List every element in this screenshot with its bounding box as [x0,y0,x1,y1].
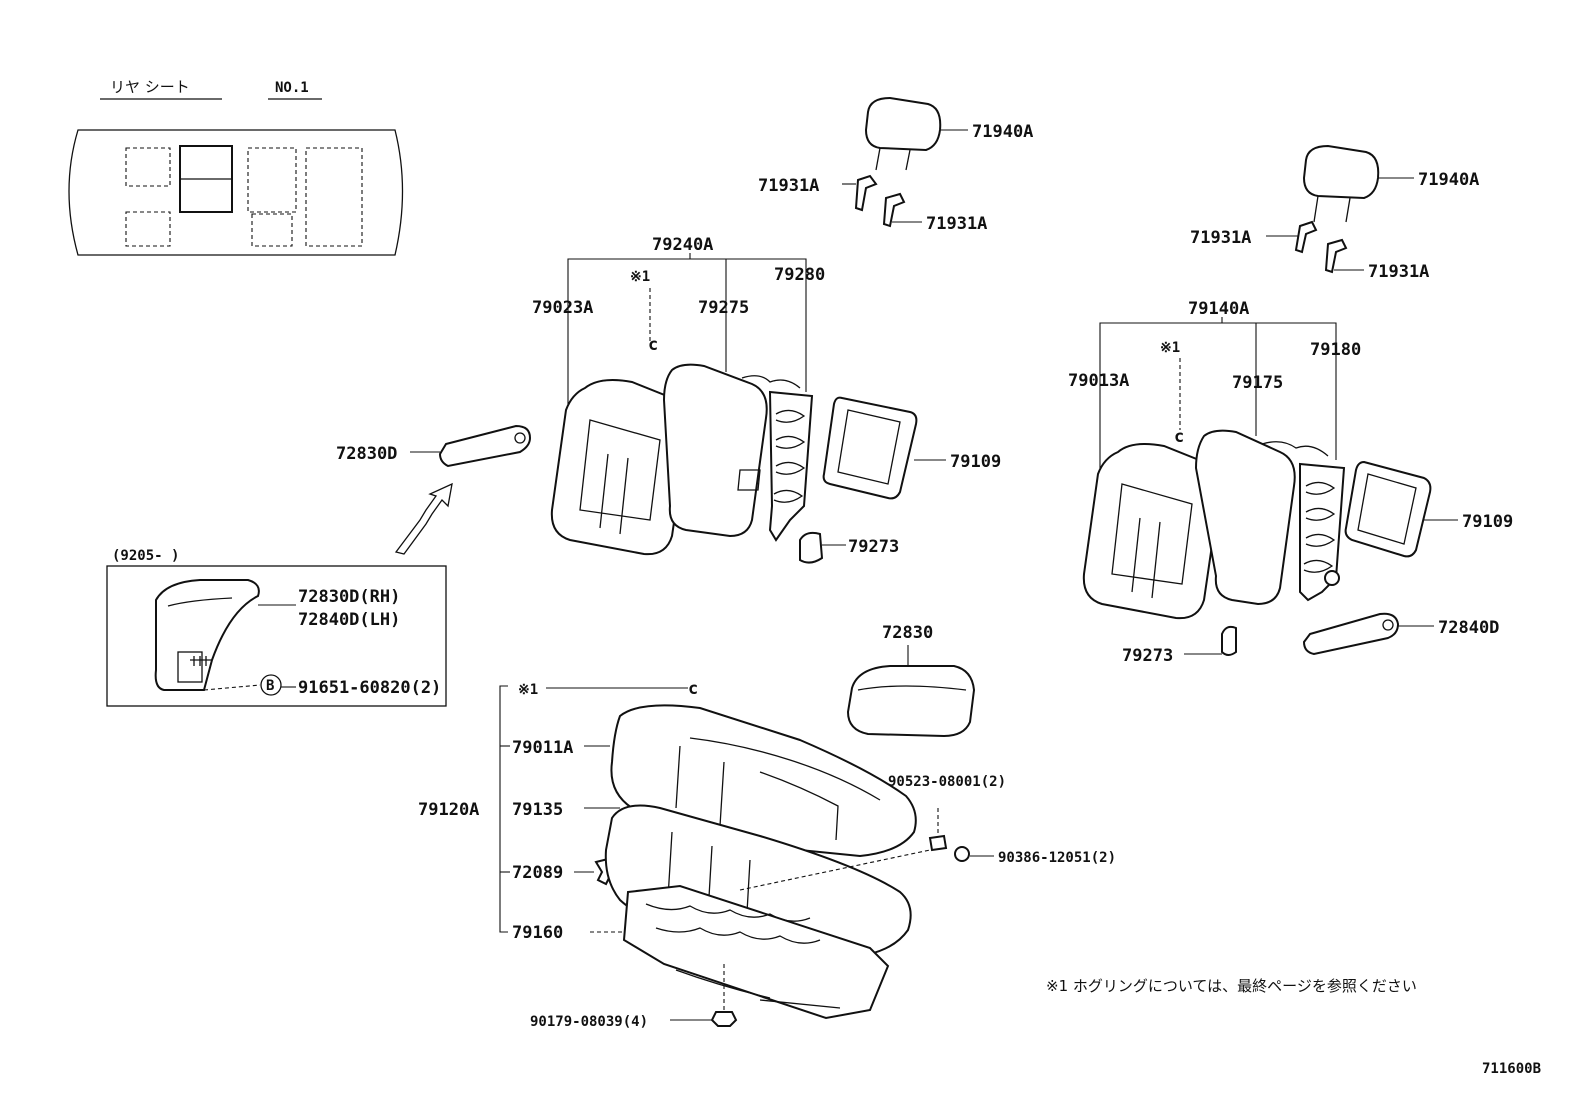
support-icon [1324,238,1348,274]
inset-part-rh: 72830D(RH) [298,587,400,607]
recliner-bolt-icon [1324,570,1340,586]
label-cover-left: 79023A [532,298,593,318]
backrest-board-icon [1344,460,1432,558]
label-cushion-frame: 79160 [512,923,563,943]
inset-box: (9205- ) 72830D(RH) 72840D(LH) B 91651-6… [106,548,447,707]
section-no: NO.1 [275,80,309,96]
label-frame-left: 79280 [774,265,825,285]
arrow-icon [394,482,453,555]
label-backrest-assy-left: 79240A [652,235,713,255]
label-headrest-right: 71940A [1418,170,1479,190]
footnote: ※1 ホグリングについては、最終ページを参照ください [1046,977,1417,995]
label-armrest-right: 72840D [1438,618,1499,638]
clip-icon [928,834,948,852]
backrest-pad-icon [1194,429,1296,606]
recliner-knob-icon [799,531,824,564]
label-cushion-assy: 79120A [418,800,479,820]
label-pad-left: 79275 [698,298,749,318]
label-board-right: 79109 [1462,512,1513,532]
label-cushion-hook: 72089 [512,863,563,883]
label-headrest-left: 71940A [972,122,1033,142]
backrest-board-icon [822,396,918,500]
right-backrest-group: 79140A 79013A ※1 c 79175 79180 79109 792… [1068,299,1513,666]
inset-screw-mark: B [266,678,274,694]
diagram-code: 711600B [1482,1061,1541,1077]
inset-part-lh: 72840D(LH) [298,610,400,630]
location-map: リヤ シート NO.1 [68,78,404,256]
hog-ring-icon: c [688,679,698,699]
backrest-frame-icon [768,390,814,542]
bolt-icon [954,846,970,862]
center-armrest-group: 72830 [846,623,976,738]
armrest-icon [438,424,532,468]
section-name: リヤ シート [110,78,190,96]
label-armrest-left: 72830D [336,444,397,464]
label-cover-right: 79013A [1068,371,1129,391]
hog-ring-mark-right: ※1 [1160,340,1180,356]
support-icon [1294,220,1318,254]
vehicle-outline-icon [68,129,404,256]
backrest-pad-icon [662,363,768,538]
label-knob-left: 79273 [848,537,899,557]
label-bolt: 90386-12051(2) [998,850,1116,866]
label-support-left-2: 71931A [926,214,987,234]
hog-ring-mark-cushion: ※1 [518,682,538,698]
label-cushion-cover: 79011A [512,738,573,758]
center-armrest-icon [846,665,976,738]
label-board-left: 79109 [950,452,1001,472]
cushion-group: ※1 c 79011A 79120A 79135 72089 79160 905… [418,679,1116,1030]
support-icon [854,174,878,212]
armrest-end-icon [154,579,260,691]
hog-ring-mark-left: ※1 [630,269,650,285]
inset-date-range: (9205- ) [112,548,179,564]
label-clip: 90523-08001(2) [888,774,1006,790]
label-cushion-pad: 79135 [512,800,563,820]
left-headrest-group: 71940A 71931A 71931A [758,96,1033,234]
hog-ring-icon: c [648,335,658,355]
label-support-left-1: 71931A [758,176,819,196]
left-backrest-group: 79240A 79023A ※1 c 79275 79280 79109 792… [336,235,1001,564]
label-support-right-2: 71931A [1368,262,1429,282]
label-center-armrest: 72830 [882,623,933,643]
headrest-icon [1302,144,1380,200]
headrest-icon [864,96,942,152]
label-backrest-assy-right: 79140A [1188,299,1249,319]
label-frame-right: 79180 [1310,340,1361,360]
armrest-icon [1302,612,1400,656]
label-support-right-1: 71931A [1190,228,1251,248]
cushion-frame-icon [622,884,890,1020]
label-pad-right: 79175 [1232,373,1283,393]
nut-icon [710,1011,738,1027]
label-nut: 90179-08039(4) [530,1014,648,1030]
hog-ring-icon: c [1174,427,1184,447]
recliner-knob-icon [1221,625,1237,656]
inset-screw: 91651-60820(2) [298,678,441,698]
support-icon [882,192,906,228]
label-knob-right: 79273 [1122,646,1173,666]
right-headrest-group: 71940A 71931A 71931A [1190,144,1479,282]
